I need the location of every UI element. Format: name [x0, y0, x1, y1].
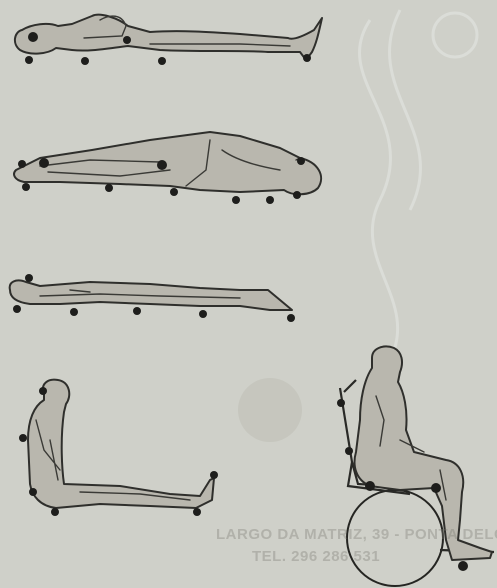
pressure-point-chest [70, 308, 78, 316]
pressure-point-ischium [51, 508, 59, 516]
pressure-point-foot-chair [458, 561, 468, 571]
pressure-point-foot [22, 183, 30, 191]
pressure-point-knee-top [157, 160, 167, 170]
pressure-point-occiput-sitting [39, 387, 47, 395]
pressure-point-trochanter [170, 188, 178, 196]
pressure-point-head-side [293, 191, 301, 199]
pressure-point-heel [303, 54, 311, 62]
supine-figure [15, 15, 322, 65]
pressure-point-iliac-crest [133, 307, 141, 315]
pressure-point-knee [105, 184, 113, 192]
watermark-address: LARGO DA MATRIZ, 39 - PONTA DELGADA [216, 526, 497, 543]
pressure-point-ear [297, 157, 305, 165]
pressure-point-sacrum-sitting [29, 488, 37, 496]
watermark-phone: TEL. 296 286 531 [252, 548, 380, 565]
pressure-point-ischium-chair [365, 481, 375, 491]
pressure-point-sacrum [158, 57, 166, 65]
pressure-point-ribs [266, 196, 274, 204]
pressure-point-elbow [123, 36, 131, 44]
pressure-point-malleolus [39, 158, 49, 168]
pressure-point-shoulder [232, 196, 240, 204]
pressure-point-toes-up [210, 471, 218, 479]
pressure-point-scapula [81, 57, 89, 65]
pressure-point-head [25, 56, 33, 64]
pressure-point-forehead [25, 274, 33, 282]
prone-figure [10, 274, 295, 322]
pressure-point-occiput [28, 32, 38, 42]
pressure-point-sacrum-chair [345, 447, 353, 455]
pressure-point-heel-sitting [193, 508, 201, 516]
pressure-point-ankle-top [18, 160, 26, 168]
lateral-figure [14, 132, 321, 204]
pressure-point-knee-chair [431, 483, 441, 493]
pressure-point-chin [13, 305, 21, 313]
pressure-point-toes [287, 314, 295, 322]
pressure-point-back-chair [337, 399, 345, 407]
pressure-point-patella [199, 310, 207, 318]
background-decoration [238, 10, 477, 442]
pressure-point-scapula-sitting [19, 434, 27, 442]
long-sitting-figure [19, 380, 218, 516]
